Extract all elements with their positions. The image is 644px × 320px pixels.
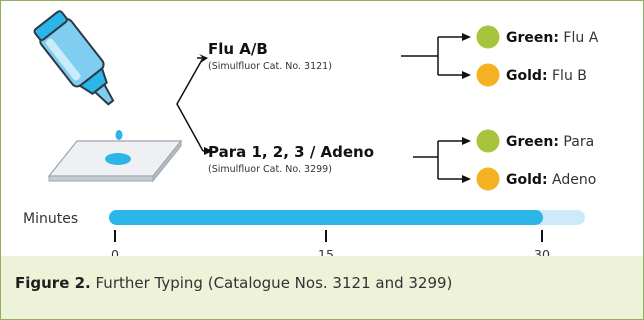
sample-spot bbox=[105, 153, 131, 165]
result-adeno: Gold: Adeno bbox=[506, 172, 596, 188]
dropper-bottle-icon bbox=[33, 10, 115, 106]
branch-2-subtitle: (Simulfluor Cat. No. 3299) bbox=[208, 164, 332, 175]
tick-label-15: 15 bbox=[318, 247, 334, 256]
branch-2-split-connector bbox=[413, 140, 463, 180]
result-para: Green: Para bbox=[506, 134, 594, 150]
green-dot-icon bbox=[476, 25, 500, 49]
result-flu-a: Green: Flu A bbox=[506, 30, 599, 46]
arrow-to-flu-b bbox=[462, 71, 471, 79]
main-branch-connector bbox=[176, 57, 204, 152]
timeline-bar bbox=[109, 210, 543, 225]
branch-1-title: Flu A/B bbox=[208, 40, 268, 58]
branch-1-subtitle: (Simulfluor Cat. No. 3121) bbox=[208, 61, 332, 72]
gold-dot-icon bbox=[476, 167, 500, 191]
arrow-to-para bbox=[462, 137, 471, 145]
caption-label: Figure 2. bbox=[15, 274, 91, 292]
caption-text: Figure 2. Further Typing (Catalogue Nos.… bbox=[15, 274, 452, 292]
slide-icon bbox=[47, 139, 183, 183]
result-flu-b: Gold: Flu B bbox=[506, 68, 587, 84]
tick-label-30: 30 bbox=[534, 247, 550, 256]
tick-label-0: 0 bbox=[111, 247, 119, 256]
green-dot-icon bbox=[476, 129, 500, 153]
arrow-to-branch-2 bbox=[204, 147, 213, 155]
branch-1-split-connector bbox=[401, 36, 463, 76]
timeline-label: Minutes bbox=[23, 211, 78, 227]
gold-dot-icon bbox=[476, 63, 500, 87]
arrow-to-adeno bbox=[462, 175, 471, 183]
figure-caption: Figure 2. Further Typing (Catalogue Nos.… bbox=[1, 256, 643, 319]
arrow-to-flu-a bbox=[462, 33, 471, 41]
caption-body: Further Typing (Catalogue Nos. 3121 and … bbox=[90, 274, 453, 292]
drop-icon bbox=[115, 130, 123, 140]
typing-diagram: Flu A/B (Simulfluor Cat. No. 3121) Para … bbox=[23, 10, 599, 256]
timeline-ticks bbox=[114, 230, 543, 242]
arrow-to-branch-1 bbox=[199, 54, 208, 64]
branch-2-title: Para 1, 2, 3 / Adeno bbox=[208, 143, 374, 161]
